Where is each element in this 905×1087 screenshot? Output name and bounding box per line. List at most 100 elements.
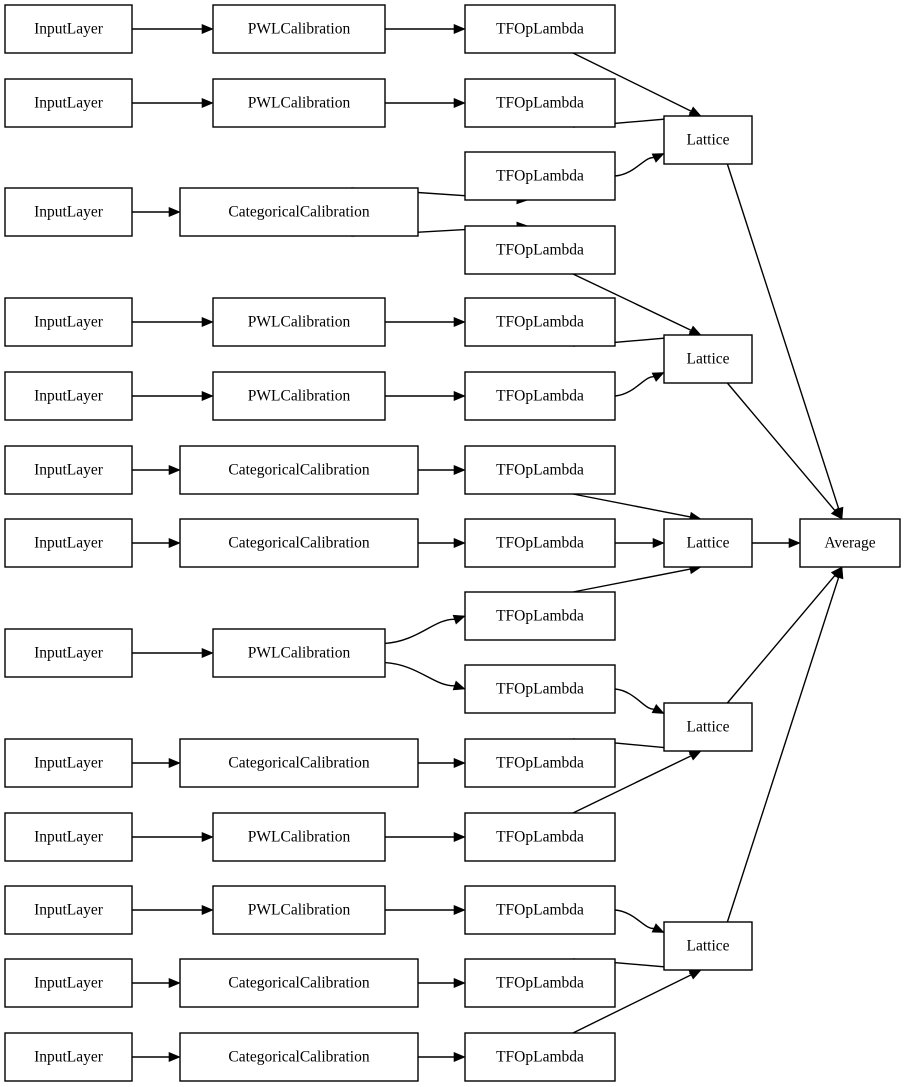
edge-tfoplambda-to-lattice xyxy=(572,564,702,593)
node-pwlcalibration-cal1[interactable]: PWLCalibration xyxy=(212,4,386,54)
node-pwlcalibration-cal5[interactable]: PWLCalibration xyxy=(212,371,386,421)
node-box[interactable] xyxy=(4,445,133,495)
node-inputlayer-in4[interactable]: InputLayer xyxy=(4,297,133,347)
node-tfoplambda-lam3[interactable]: TFOpLambda xyxy=(464,151,616,201)
node-inputlayer-in7[interactable]: InputLayer xyxy=(4,518,133,568)
node-tfoplambda-lam7[interactable]: TFOpLambda xyxy=(464,445,616,495)
node-box[interactable] xyxy=(464,1032,616,1082)
node-pwlcalibration-cal8[interactable]: PWLCalibration xyxy=(212,628,386,678)
node-box[interactable] xyxy=(663,518,753,568)
node-box[interactable] xyxy=(464,371,616,421)
node-tfoplambda-lam8[interactable]: TFOpLambda xyxy=(464,518,616,568)
node-box[interactable] xyxy=(464,78,616,128)
node-inputlayer-in3[interactable]: InputLayer xyxy=(4,187,133,237)
node-tfoplambda-lam11[interactable]: TFOpLambda xyxy=(464,738,616,788)
node-box[interactable] xyxy=(179,1032,419,1082)
node-categoricalcalibration-cal7[interactable]: CategoricalCalibration xyxy=(179,518,419,568)
node-lattice-lat2[interactable]: Lattice xyxy=(663,334,753,384)
node-box[interactable] xyxy=(179,958,419,1008)
node-box[interactable] xyxy=(663,115,753,165)
node-box[interactable] xyxy=(212,628,386,678)
node-box[interactable] xyxy=(799,518,901,568)
node-categoricalcalibration-cal12[interactable]: CategoricalCalibration xyxy=(179,958,419,1008)
node-box[interactable] xyxy=(464,885,616,935)
node-average-avg[interactable]: Average xyxy=(799,518,901,568)
node-box[interactable] xyxy=(663,334,753,384)
node-layer: InputLayerInputLayerInputLayerInputLayer… xyxy=(4,4,901,1082)
node-box[interactable] xyxy=(464,297,616,347)
node-box[interactable] xyxy=(663,702,753,752)
node-categoricalcalibration-cal6[interactable]: CategoricalCalibration xyxy=(179,445,419,495)
node-inputlayer-in5[interactable]: InputLayer xyxy=(4,371,133,421)
node-box[interactable] xyxy=(4,738,133,788)
node-tfoplambda-lam12[interactable]: TFOpLambda xyxy=(464,812,616,862)
node-box[interactable] xyxy=(179,518,419,568)
node-inputlayer-in6[interactable]: InputLayer xyxy=(4,445,133,495)
node-tfoplambda-lam9[interactable]: TFOpLambda xyxy=(464,591,616,641)
node-inputlayer-in10[interactable]: InputLayer xyxy=(4,812,133,862)
node-label: TFOpLambda xyxy=(496,902,584,919)
node-lattice-lat4[interactable]: Lattice xyxy=(663,702,753,752)
node-lattice-lat5[interactable]: Lattice xyxy=(663,921,753,971)
node-lattice-lat3[interactable]: Lattice xyxy=(663,518,753,568)
node-inputlayer-in8[interactable]: InputLayer xyxy=(4,628,133,678)
node-box[interactable] xyxy=(464,958,616,1008)
node-box[interactable] xyxy=(212,885,386,935)
node-pwlcalibration-cal4[interactable]: PWLCalibration xyxy=(212,297,386,347)
node-box[interactable] xyxy=(179,738,419,788)
node-box[interactable] xyxy=(464,518,616,568)
node-pwlcalibration-cal10[interactable]: PWLCalibration xyxy=(212,812,386,862)
node-tfoplambda-lam14[interactable]: TFOpLambda xyxy=(464,958,616,1008)
node-box[interactable] xyxy=(4,297,133,347)
node-inputlayer-in13[interactable]: InputLayer xyxy=(4,1032,133,1082)
node-box[interactable] xyxy=(4,187,133,237)
node-box[interactable] xyxy=(212,297,386,347)
node-box[interactable] xyxy=(464,445,616,495)
node-box[interactable] xyxy=(4,628,133,678)
node-box[interactable] xyxy=(4,812,133,862)
node-inputlayer-in2[interactable]: InputLayer xyxy=(4,78,133,128)
node-box[interactable] xyxy=(4,371,133,421)
node-categoricalcalibration-cal3[interactable]: CategoricalCalibration xyxy=(179,187,419,237)
node-box[interactable] xyxy=(464,664,616,714)
node-box[interactable] xyxy=(212,78,386,128)
node-pwlcalibration-cal2[interactable]: PWLCalibration xyxy=(212,78,386,128)
node-box[interactable] xyxy=(4,78,133,128)
node-box[interactable] xyxy=(4,1032,133,1082)
node-inputlayer-in1[interactable]: InputLayer xyxy=(4,4,133,54)
node-categoricalcalibration-cal9[interactable]: CategoricalCalibration xyxy=(179,738,419,788)
node-box[interactable] xyxy=(663,921,753,971)
node-box[interactable] xyxy=(4,885,133,935)
node-box[interactable] xyxy=(464,812,616,862)
node-inputlayer-in11[interactable]: InputLayer xyxy=(4,885,133,935)
node-tfoplambda-lam15[interactable]: TFOpLambda xyxy=(464,1032,616,1082)
edge-line xyxy=(726,576,840,923)
node-box[interactable] xyxy=(179,187,419,237)
node-tfoplambda-lam13[interactable]: TFOpLambda xyxy=(464,885,616,935)
node-tfoplambda-lam1[interactable]: TFOpLambda xyxy=(464,4,616,54)
node-pwlcalibration-cal11[interactable]: PWLCalibration xyxy=(212,885,386,935)
node-box[interactable] xyxy=(464,591,616,641)
node-tfoplambda-lam10[interactable]: TFOpLambda xyxy=(464,664,616,714)
node-box[interactable] xyxy=(4,4,133,54)
node-categoricalcalibration-cal13[interactable]: CategoricalCalibration xyxy=(179,1032,419,1082)
node-label: Lattice xyxy=(686,132,729,149)
node-tfoplambda-lam4[interactable]: TFOpLambda xyxy=(464,225,616,275)
node-box[interactable] xyxy=(212,371,386,421)
node-box[interactable] xyxy=(4,518,133,568)
node-box[interactable] xyxy=(464,151,616,201)
node-box[interactable] xyxy=(212,4,386,54)
node-tfoplambda-lam2[interactable]: TFOpLambda xyxy=(464,78,616,128)
node-inputlayer-in12[interactable]: InputLayer xyxy=(4,958,133,1008)
node-box[interactable] xyxy=(464,738,616,788)
node-box[interactable] xyxy=(464,225,616,275)
node-tfoplambda-lam6[interactable]: TFOpLambda xyxy=(464,371,616,421)
node-box[interactable] xyxy=(464,4,616,54)
node-box[interactable] xyxy=(4,958,133,1008)
node-inputlayer-in9[interactable]: InputLayer xyxy=(4,738,133,788)
node-box[interactable] xyxy=(212,812,386,862)
node-lattice-lat1[interactable]: Lattice xyxy=(663,115,753,165)
node-box[interactable] xyxy=(179,445,419,495)
node-tfoplambda-lam5[interactable]: TFOpLambda xyxy=(464,297,616,347)
